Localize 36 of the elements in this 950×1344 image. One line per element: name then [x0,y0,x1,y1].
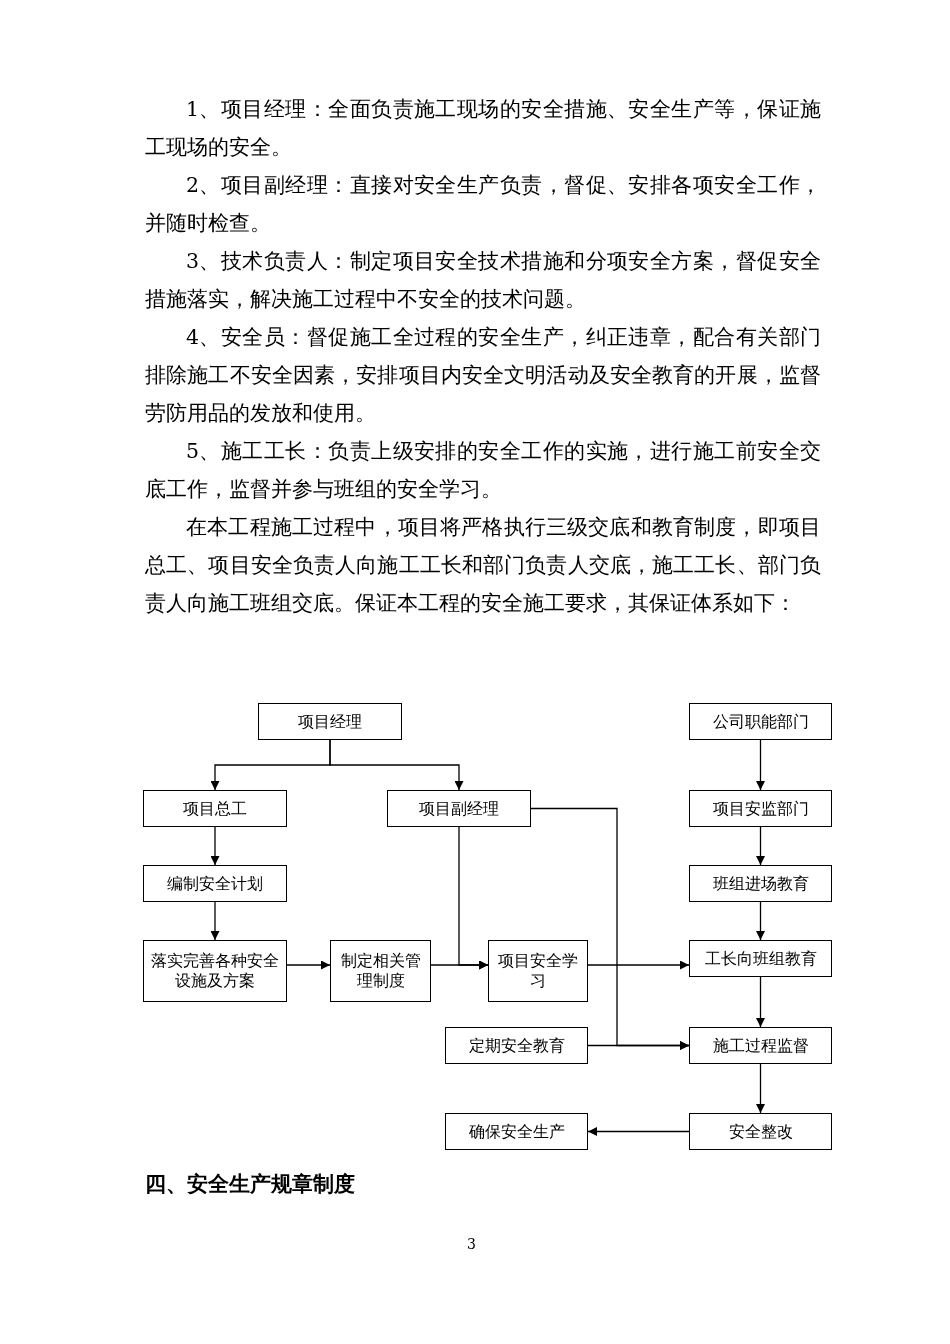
paragraph: 在本工程施工过程中，项目将严格执行三级交底和教育制度，即项目总工、项目安全负责人向施工工长和部门负责人交底，施工工长、部门负责人向施工班组交底。保证本工程的安全施工要求，其保证体系如下： [145,514,821,617]
process-box: 项目安全学习 [488,940,588,1002]
process-box: 项目安监部门 [689,790,832,827]
arrow [458,826,489,970]
process-box: 工长向班组教育 [689,940,832,977]
process-box: 施工过程监督 [689,1027,832,1064]
paragraph: 2、项目副经理：直接对安全生产负责，督促、安排各项安全工作，并随时检查。 [145,172,821,237]
section-heading: 四、安全生产规章制度 [145,1170,355,1198]
arrow [587,1041,690,1050]
arrow [329,739,464,791]
arrow [210,826,220,866]
process-box: 项目副经理 [387,790,531,827]
process-box: 落实完善各种安全设施及方案 [143,940,287,1002]
paragraph: 3、技术负责人：制定项目安全技术措施和分项安全方案，督促安全措施落实，解决施工过程中不安全的技术问题。 [145,248,821,313]
paragraph: 4、安全员：督促施工全过程的安全生产，纠正违章，配合有关部门排除施工不安全因素，安排项目内安全文明活动及安全教育的开展，监督劳防用品的发放和使用。 [145,324,821,427]
process-box: 确保安全生产 [445,1113,588,1150]
arrow [286,960,331,970]
process-box: 班组进场教育 [689,865,832,902]
page-number: 3 [467,1236,476,1252]
paragraph: 5、施工工长：负责上级安排的安全工作的实施，进行施工前安全交底工作，监督并参与班组的安全学习。 [145,438,821,503]
process-box: 制定相关管理制度 [330,940,431,1002]
arrow [756,901,765,941]
paragraph: 1、项目经理：全面负责施工现场的安全措施、安全生产等，保证施工现场的安全。 [145,96,821,161]
process-box: 安全整改 [689,1113,832,1150]
process-box: 编制安全计划 [143,865,287,902]
arrow [210,901,220,941]
process-box: 项目总工 [143,790,287,827]
arrow [756,976,765,1028]
process-box: 定期安全教育 [445,1027,588,1064]
arrow [587,960,690,970]
arrow [756,739,765,791]
arrow [587,1127,690,1136]
process-box: 公司职能部门 [689,703,832,740]
arrow [756,1063,765,1114]
process-box: 项目经理 [258,703,402,740]
arrow [756,826,765,866]
